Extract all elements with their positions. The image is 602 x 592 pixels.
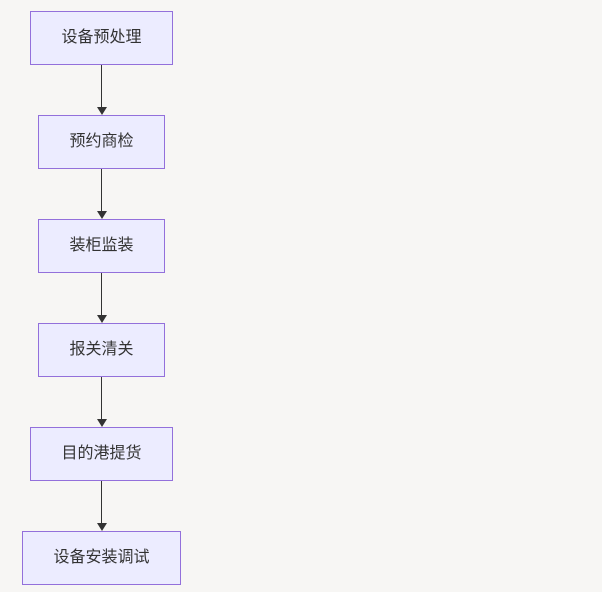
flow-arrow	[96, 481, 107, 531]
flow-arrow	[96, 65, 107, 115]
node-label: 报关清关	[69, 341, 134, 358]
arrowhead-down-icon	[96, 419, 107, 427]
flow-arrow	[96, 273, 107, 323]
node-equipment-pretreatment: 设备预处理	[30, 11, 173, 65]
node-label: 预约商检	[69, 133, 134, 150]
flow-arrow	[96, 377, 107, 427]
arrowhead-down-icon	[96, 107, 107, 115]
node-label: 装柜监装	[69, 237, 134, 254]
arrow-line	[101, 273, 102, 315]
node-label: 目的港提货	[61, 445, 142, 462]
node-customs-declaration-clearance: 报关清关	[38, 323, 165, 377]
flow-arrow	[96, 169, 107, 219]
arrow-line	[101, 169, 102, 211]
node-booking-inspection: 预约商检	[38, 115, 165, 169]
arrowhead-down-icon	[96, 523, 107, 531]
arrow-line	[101, 65, 102, 107]
arrowhead-down-icon	[96, 211, 107, 219]
node-equipment-installation-commissioning: 设备安装调试	[22, 531, 181, 585]
arrowhead-down-icon	[96, 315, 107, 323]
node-label: 设备预处理	[61, 29, 142, 46]
node-label: 设备安装调试	[53, 549, 150, 566]
node-destination-port-pickup: 目的港提货	[30, 427, 173, 481]
node-container-loading-supervision: 装柜监装	[38, 219, 165, 273]
arrow-line	[101, 481, 102, 523]
flowchart-canvas: 设备预处理 预约商检 装柜监装 报关清关 目的港提货 设备安装调试	[0, 11, 203, 585]
arrow-line	[101, 377, 102, 419]
